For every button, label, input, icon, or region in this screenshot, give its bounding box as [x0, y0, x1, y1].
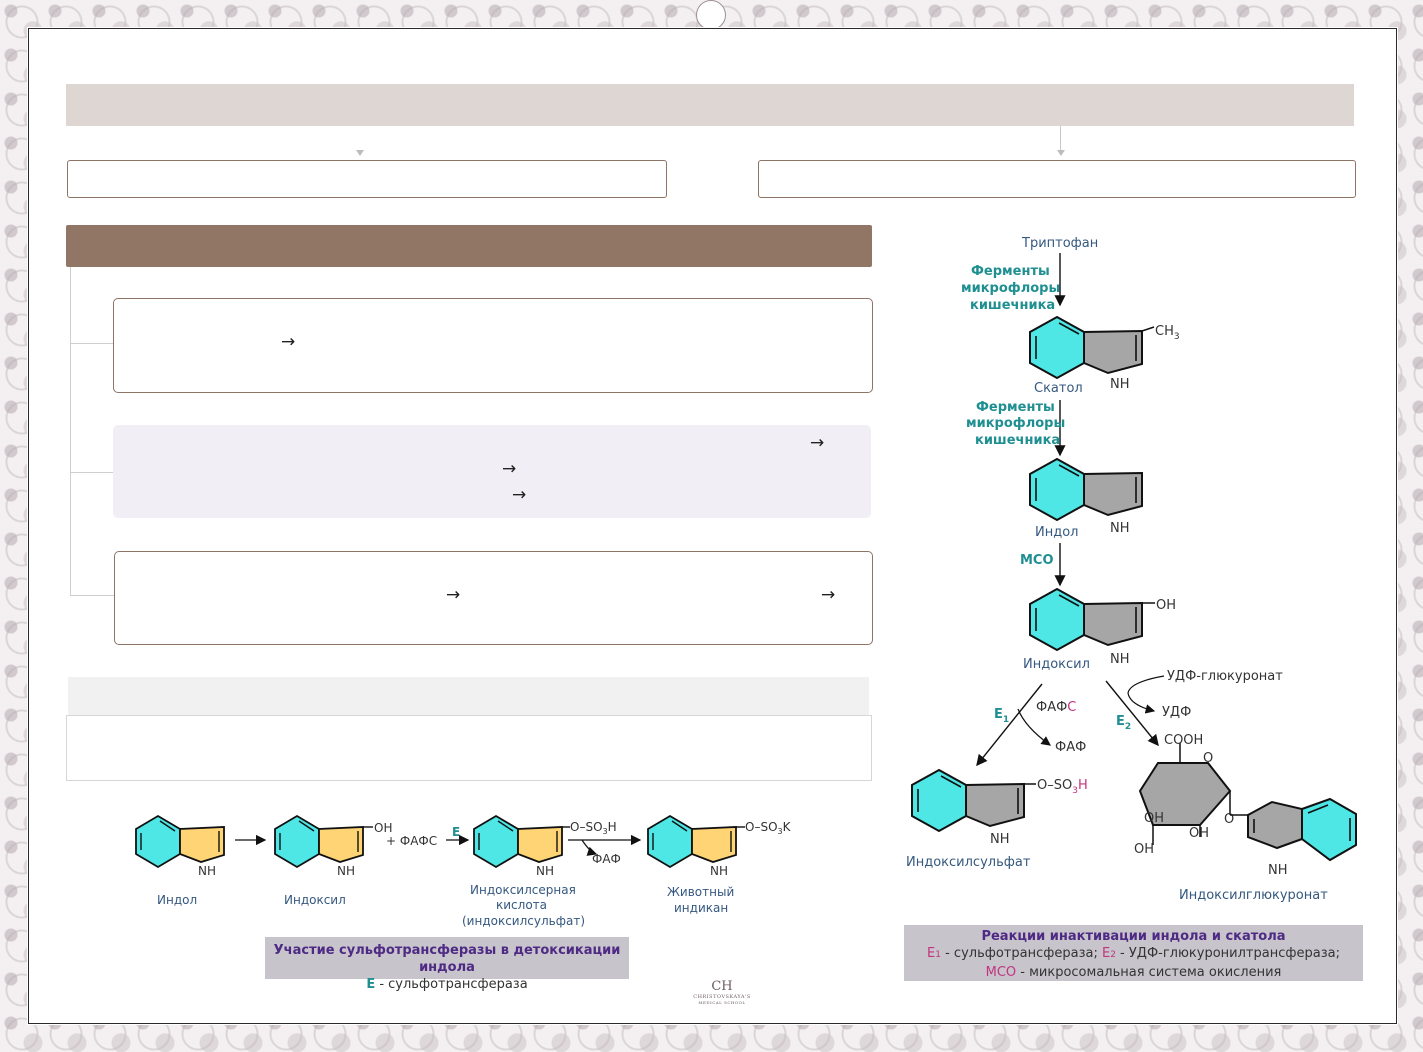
svg-text:Ферменты: Ферменты [971, 264, 1050, 279]
tree-connector-1 [70, 343, 114, 344]
svg-text:МСО: МСО [1020, 553, 1054, 568]
secondary-content-box [66, 715, 872, 781]
svg-text:Индоксил: Индоксил [284, 893, 346, 907]
right-arrow-icon: → [446, 585, 461, 605]
svg-text:микрофлоры: микрофлоры [961, 281, 1060, 296]
svg-text:NH: NH [1110, 521, 1130, 536]
inactivation-pathway-diagram: Триптофан Ферменты микрофлоры кишечника … [906, 236, 1357, 903]
sulfotransferase-scheme: NH Индол OH NH Индоксил + ФАФС E O–SO3H … [135, 814, 792, 928]
svg-text:(индоксилсульфат): (индоксилсульфат) [462, 914, 585, 928]
svg-text:кишечника: кишечника [975, 433, 1060, 448]
inactivation-caption: Реакции инактивации индола и скатола E1 … [904, 925, 1363, 981]
svg-text:O: O [1224, 812, 1234, 827]
svg-text:O: O [1203, 751, 1213, 766]
svg-text:OH: OH [1134, 842, 1154, 857]
svg-text:Скатол: Скатол [1034, 381, 1083, 396]
right-arrow-icon: → [502, 459, 517, 479]
svg-text:кишечника: кишечника [970, 298, 1055, 313]
svg-text:NH: NH [1110, 652, 1130, 667]
svg-text:+ ФАФС: + ФАФС [386, 834, 437, 848]
top-ornament-circle [696, 0, 726, 30]
school-logo: CH CHRISTOVSKAYA'S MEDICAL SCHOOL [693, 979, 751, 1006]
svg-text:E1: E1 [994, 707, 1009, 725]
svg-text:NH: NH [536, 864, 554, 878]
svg-text:Индоксилсульфат: Индоксилсульфат [906, 855, 1031, 870]
info-panel-3 [114, 551, 873, 645]
svg-text:Индол: Индол [157, 893, 197, 907]
secondary-header-bar [68, 677, 869, 715]
tree-connector-2 [70, 472, 114, 473]
connector-line-right [1060, 126, 1061, 153]
svg-text:Индоксилсерная: Индоксилсерная [470, 883, 576, 897]
svg-text:O–SO3H: O–SO3H [1037, 778, 1088, 796]
indole-molecule: NH Индол [1029, 457, 1143, 540]
svg-text:NH: NH [198, 864, 216, 878]
right-arrow-icon: → [821, 585, 836, 605]
indoxyl-molecule: OH NH Индоксил [274, 814, 392, 907]
right-arrow-icon: → [281, 332, 296, 352]
svg-text:NH: NH [1268, 863, 1288, 878]
svg-text:OH: OH [1144, 811, 1164, 826]
svg-text:OH: OH [374, 821, 392, 835]
indoxyl-molecule: OH NH Индоксил [1023, 587, 1176, 672]
svg-text:Индол: Индол [1035, 525, 1078, 540]
svg-text:E: E [452, 825, 460, 839]
left-subheader-box [67, 160, 667, 198]
svg-text:Ферменты: Ферменты [976, 400, 1055, 415]
svg-text:Животный: Животный [667, 885, 734, 899]
sulfotransferase-caption: Участие сульфотрансферазы в детоксикации… [265, 937, 629, 992]
svg-text:O–SO3H: O–SO3H [570, 820, 617, 836]
indoxylsulfate-molecule: O–SO3H NH Индоксилсульфат [906, 768, 1088, 870]
svg-text:E2: E2 [1116, 714, 1131, 732]
svg-text:CH3: CH3 [1155, 324, 1180, 342]
info-panel-2 [113, 425, 871, 518]
tree-connector-3 [70, 595, 114, 596]
indole-molecule: NH Индол [135, 814, 225, 907]
svg-text:микрофлоры: микрофлоры [966, 416, 1065, 431]
svg-text:кислота: кислота [496, 898, 547, 912]
right-arrow-icon: → [512, 485, 527, 505]
right-arrow-icon: → [810, 433, 825, 453]
section-title-bar [66, 225, 872, 267]
svg-text:COOH: COOH [1164, 733, 1203, 748]
svg-text:NH: NH [1110, 377, 1130, 392]
svg-text:Индоксилглюкуронат: Индоксилглюкуронат [1179, 888, 1328, 903]
svg-text:NH: NH [990, 832, 1010, 847]
right-subheader-box [758, 160, 1356, 198]
indoxylglucuronate-molecule: COOH O O OH OH OH NH Индоксилглюкуронат [1134, 733, 1357, 903]
svg-text:OH: OH [1156, 598, 1176, 613]
svg-text:NH: NH [337, 864, 355, 878]
skatole-molecule: CH3 NH Скатол [1029, 315, 1180, 396]
svg-text:УДФ-глюкуронат: УДФ-глюкуронат [1167, 669, 1283, 684]
animal-indican-molecule: O–SO3K NH Животный индикан [647, 814, 792, 915]
indoxylsulfuric-acid-molecule: O–SO3H NH Индоксилсерная кислота (индокс… [462, 814, 617, 928]
svg-text:индикан: индикан [674, 901, 728, 915]
connector-arrow-left [356, 150, 364, 156]
svg-text:ФАФ: ФАФ [1055, 740, 1086, 755]
svg-text:Триптофан: Триптофан [1021, 236, 1098, 251]
svg-text:ФАФ: ФАФ [592, 852, 621, 866]
svg-text:ФАФС: ФАФС [1036, 700, 1076, 715]
header-bar [66, 84, 1354, 126]
svg-text:O–SO3K: O–SO3K [745, 820, 792, 836]
tree-connector-vertical [70, 267, 71, 595]
svg-text:Индоксил: Индоксил [1023, 657, 1090, 672]
connector-arrow-right [1057, 150, 1065, 156]
svg-text:OH: OH [1189, 826, 1209, 841]
svg-text:NH: NH [710, 864, 728, 878]
info-panel-1 [113, 298, 873, 393]
svg-text:УДФ: УДФ [1162, 705, 1191, 720]
